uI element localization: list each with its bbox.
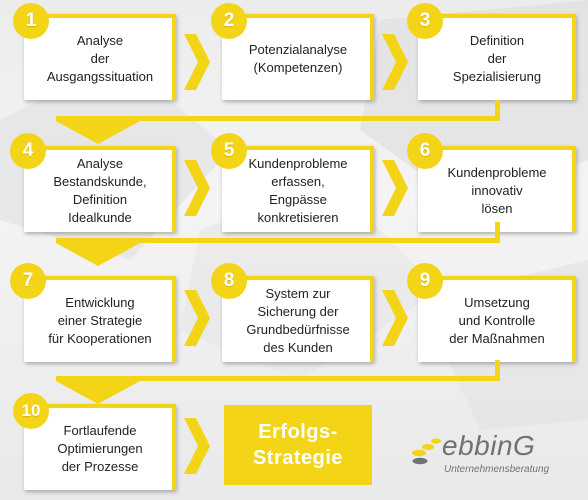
step-number-7: 7 — [10, 263, 46, 299]
step-box-10: Fortlaufende Optimierungen der Prozesse — [24, 404, 176, 490]
step-number-10: 10 — [13, 393, 49, 429]
chevron-arrow-10-result — [184, 418, 210, 474]
chevron-arrow-4-5 — [184, 160, 210, 216]
logo-name: ebbinG — [442, 430, 536, 461]
step-number-8: 8 — [211, 263, 247, 299]
step-number-5: 5 — [211, 133, 247, 169]
step-box-5: Kundenprobleme erfassen, Engpässe konkre… — [222, 146, 374, 232]
row-connector-1 — [56, 100, 500, 144]
logo-dots-icon — [412, 438, 441, 465]
chevron-arrow-5-6 — [382, 160, 408, 216]
logo-subtitle: Unternehmensberatung — [444, 464, 550, 475]
step-number-9: 9 — [407, 263, 443, 299]
step-number-6: 6 — [407, 133, 443, 169]
chevron-arrow-2-3 — [382, 34, 408, 90]
result-box-erfolgsstrategie: Erfolgs- Strategie — [224, 405, 372, 485]
chevron-arrow-8-9 — [382, 290, 408, 346]
step-box-9: Umsetzung und Kontrolle der Maßnahmen — [418, 276, 576, 362]
step-number-2: 2 — [211, 3, 247, 39]
ebbing-logo: ebbinG Unternehmensberatung — [408, 430, 578, 482]
step-box-4: Analyse Bestandskunde, Definition Idealk… — [24, 146, 176, 232]
step-number-1: 1 — [13, 3, 49, 39]
step-box-6: Kundenprobleme innovativ lösen — [418, 146, 576, 232]
step-box-3: Definition der Spezialisierung — [418, 14, 576, 100]
step-box-2: Potenzialanalyse (Kompetenzen) — [222, 14, 374, 100]
chevron-arrow-1-2 — [184, 34, 210, 90]
row-connector-3 — [56, 360, 500, 404]
row-connector-2 — [56, 222, 500, 266]
step-box-8: System zur Sicherung der Grundbedürfniss… — [222, 276, 374, 362]
chevron-arrow-7-8 — [184, 290, 210, 346]
step-box-1: Analyse der Ausgangssituation — [24, 14, 176, 100]
step-box-7: Entwicklung einer Strategie für Kooperat… — [24, 276, 176, 362]
step-number-3: 3 — [407, 3, 443, 39]
step-number-4: 4 — [10, 133, 46, 169]
